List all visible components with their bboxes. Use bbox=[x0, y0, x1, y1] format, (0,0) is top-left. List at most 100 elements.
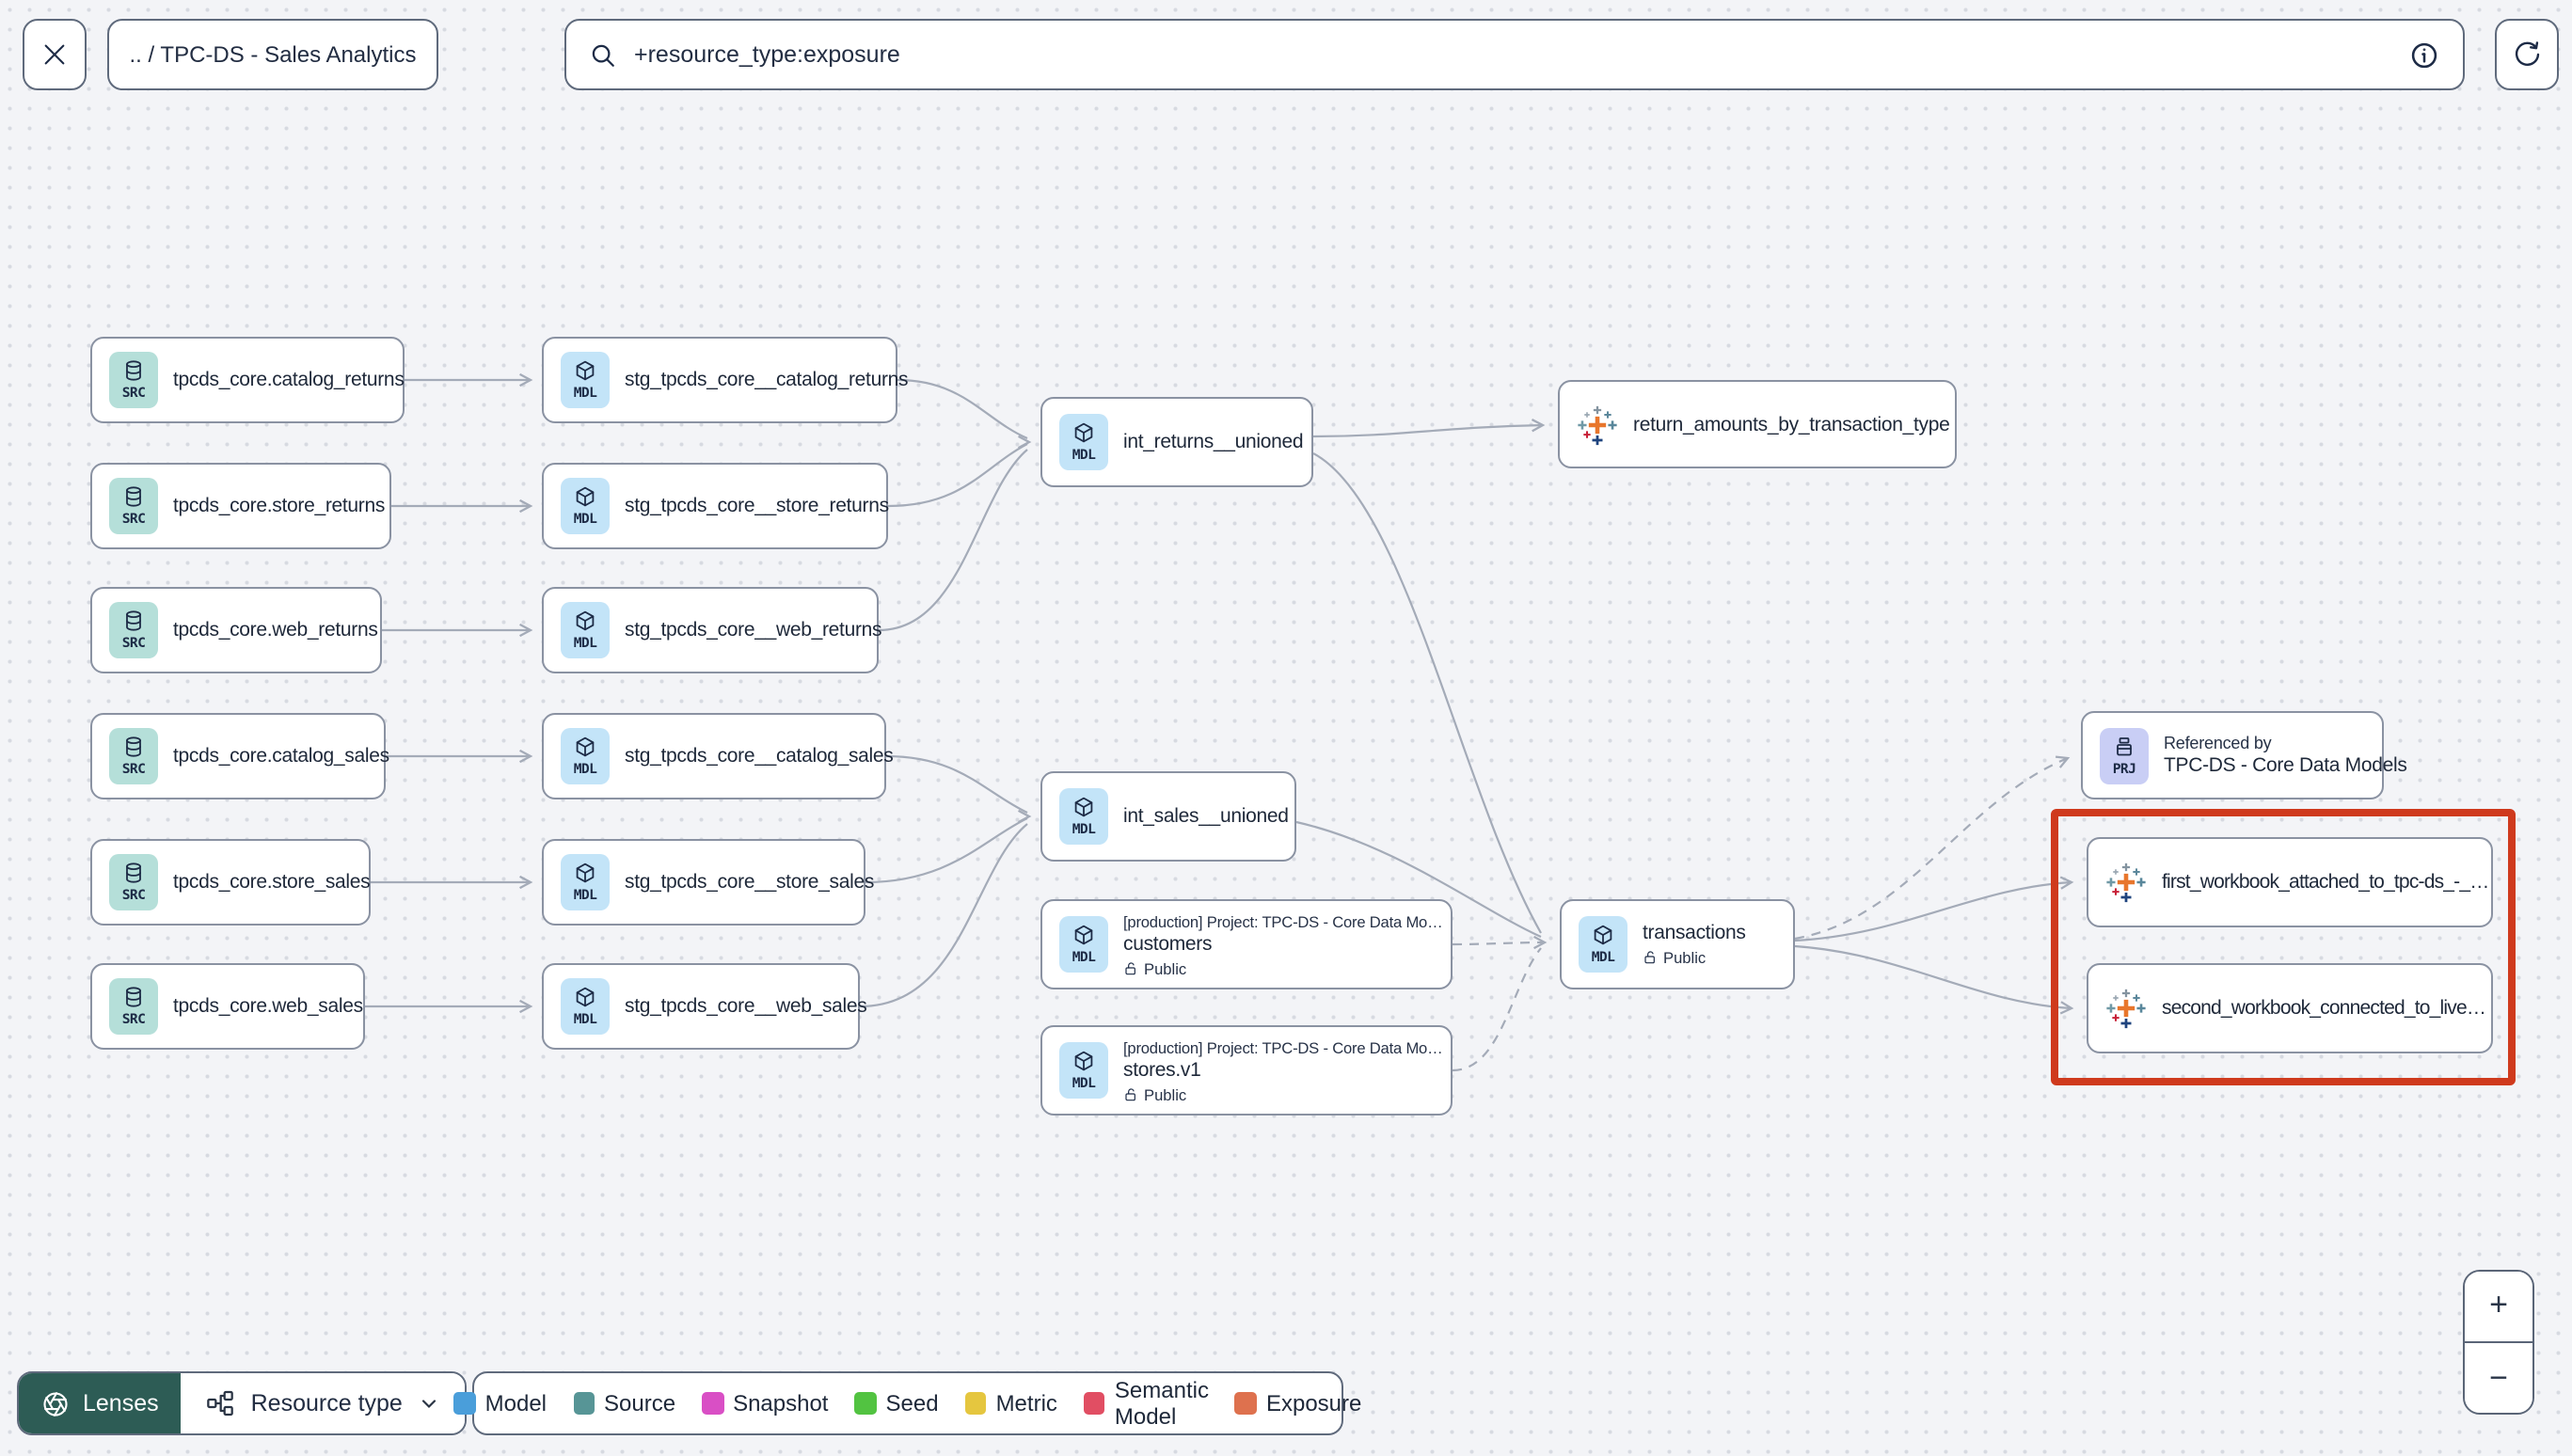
project-badge: PRJ bbox=[2100, 727, 2149, 783]
node-model-stg-web-sales[interactable]: MDL stg_tpcds_core__web_sales bbox=[542, 963, 867, 1050]
lenses-control-group: Lenses Resource type bbox=[17, 1371, 467, 1435]
node-model-int-sales-unioned[interactable]: MDL int_sales__unioned bbox=[1040, 771, 1296, 862]
zoom-controls: + − bbox=[2463, 1270, 2534, 1415]
tableau-icon bbox=[2105, 988, 2147, 1029]
node-model-stg-store-returns[interactable]: MDL stg_tpcds_core__store_returns bbox=[542, 463, 889, 549]
model-badge: MDL bbox=[561, 352, 610, 408]
node-source-store-sales[interactable]: SRC tpcds_core.store_sales bbox=[90, 839, 371, 926]
cube-icon bbox=[574, 862, 596, 884]
database-icon bbox=[122, 736, 145, 758]
node-model-stores-v1[interactable]: MDL [production] Project: TPC-DS - Core … bbox=[1040, 1025, 1453, 1116]
node-model-stg-catalog-returns[interactable]: MDL stg_tpcds_core__catalog_returns bbox=[542, 337, 909, 423]
referenced-by-line: Referenced by bbox=[2164, 733, 2272, 752]
node-label: return_amounts_by_transaction_type bbox=[1633, 413, 1950, 435]
node-label: customers bbox=[1123, 933, 1213, 956]
node-model-stg-store-sales[interactable]: MDL stg_tpcds_core__store_sales bbox=[542, 839, 874, 926]
resource-type-label: Resource type bbox=[250, 1390, 403, 1416]
node-label: stg_tpcds_core__catalog_sales bbox=[625, 745, 894, 768]
refresh-icon bbox=[2515, 41, 2540, 66]
edge bbox=[865, 817, 1028, 884]
node-label: second_workbook_connected_to_live… bbox=[2162, 997, 2486, 1020]
edge bbox=[859, 823, 1028, 1008]
node-exposure-return-amounts[interactable]: return_amounts_by_transaction_type bbox=[1558, 380, 1957, 468]
database-icon bbox=[122, 862, 145, 884]
visibility: Public bbox=[1123, 958, 1434, 977]
node-label: tpcds_core.catalog_returns bbox=[173, 369, 405, 391]
node-label: transactions bbox=[1643, 922, 1746, 945]
node-label: tpcds_core.web_returns bbox=[173, 619, 378, 641]
node-label: stg_tpcds_core__web_returns bbox=[625, 619, 882, 641]
cube-icon bbox=[574, 736, 596, 758]
node-model-stg-web-returns[interactable]: MDL stg_tpcds_core__web_returns bbox=[542, 587, 882, 673]
cube-icon bbox=[574, 986, 596, 1008]
info-icon[interactable] bbox=[2408, 39, 2440, 71]
edge bbox=[897, 378, 1028, 440]
node-project-referenced-by[interactable]: PRJ Referenced by TPC-DS - Core Data Mod… bbox=[2081, 711, 2407, 799]
resource-type-legend: Model Source Snapshot Seed Metric Semant… bbox=[453, 1371, 1361, 1435]
model-badge: MDL bbox=[561, 728, 610, 784]
node-source-catalog-returns[interactable]: SRC tpcds_core.catalog_returns bbox=[90, 337, 405, 423]
node-label: TPC-DS - Core Data Models bbox=[2164, 754, 2407, 778]
node-label: stg_tpcds_core__catalog_returns bbox=[625, 369, 909, 391]
source-swatch bbox=[573, 1392, 595, 1415]
legend-item-semantic-model: Semantic Model bbox=[1083, 1377, 1209, 1430]
database-icon bbox=[122, 359, 145, 382]
close-button[interactable] bbox=[23, 19, 87, 90]
cube-icon bbox=[1592, 924, 1614, 946]
cube-icon bbox=[1072, 421, 1095, 444]
legend-item-model: Model bbox=[453, 1390, 547, 1416]
refresh-button[interactable] bbox=[2495, 19, 2559, 90]
node-exposure-first-workbook[interactable]: first_workbook_attached_to_tpc-ds_-_… bbox=[2087, 837, 2493, 927]
cube-icon bbox=[574, 485, 596, 508]
breadcrumb[interactable]: .. / TPC-DS - Sales Analytics bbox=[107, 19, 438, 90]
cube-icon bbox=[574, 359, 596, 382]
zoom-in-button[interactable]: + bbox=[2465, 1272, 2532, 1341]
node-source-catalog-sales[interactable]: SRC tpcds_core.catalog_sales bbox=[90, 713, 389, 799]
source-badge: SRC bbox=[109, 602, 158, 658]
model-badge: MDL bbox=[1059, 916, 1108, 973]
node-label: first_workbook_attached_to_tpc-ds_-_… bbox=[2162, 871, 2489, 894]
exposure-swatch bbox=[1234, 1392, 1257, 1415]
model-badge: MDL bbox=[561, 478, 610, 534]
cube-icon bbox=[574, 609, 596, 632]
node-model-customers[interactable]: MDL [production] Project: TPC-DS - Core … bbox=[1040, 899, 1453, 989]
legend-item-exposure: Exposure bbox=[1234, 1390, 1361, 1416]
edge bbox=[878, 449, 1028, 632]
node-model-stg-catalog-sales[interactable]: MDL stg_tpcds_core__catalog_sales bbox=[542, 713, 894, 799]
search-bar[interactable] bbox=[564, 19, 2465, 90]
breadcrumb-label: .. / TPC-DS - Sales Analytics bbox=[129, 41, 417, 68]
cube-icon bbox=[1072, 796, 1095, 818]
hierarchy-icon bbox=[207, 1390, 234, 1416]
seed-swatch bbox=[854, 1392, 877, 1415]
edge bbox=[1312, 452, 1542, 934]
node-source-store-returns[interactable]: SRC tpcds_core.store_returns bbox=[90, 463, 391, 549]
model-badge: MDL bbox=[561, 602, 610, 658]
node-source-web-sales[interactable]: SRC tpcds_core.web_sales bbox=[90, 963, 365, 1050]
model-badge: MDL bbox=[561, 854, 610, 910]
search-icon bbox=[592, 43, 614, 66]
zoom-divider bbox=[2465, 1340, 2532, 1344]
project-line: [production] Project: TPC-DS - Core Data… bbox=[1123, 911, 1443, 930]
resource-type-dropdown[interactable]: Resource type bbox=[181, 1373, 465, 1433]
node-model-int-returns-unioned[interactable]: MDL int_returns__unioned bbox=[1040, 397, 1313, 487]
node-exposure-second-workbook[interactable]: second_workbook_connected_to_live… bbox=[2087, 963, 2493, 1053]
node-label: tpcds_core.store_returns bbox=[173, 495, 386, 517]
lenses-button[interactable]: Lenses bbox=[19, 1373, 182, 1433]
legend-item-snapshot: Snapshot bbox=[702, 1390, 829, 1416]
visibility: Public bbox=[1643, 948, 1746, 967]
source-badge: SRC bbox=[109, 728, 158, 784]
edge bbox=[1452, 947, 1542, 1072]
edge bbox=[885, 754, 1028, 814]
database-icon bbox=[122, 609, 145, 632]
node-source-web-returns[interactable]: SRC tpcds_core.web_returns bbox=[90, 587, 382, 673]
node-model-transactions[interactable]: MDL transactions Public bbox=[1560, 899, 1795, 989]
model-badge: MDL bbox=[1059, 1042, 1108, 1099]
zoom-out-button[interactable]: − bbox=[2465, 1343, 2532, 1413]
semantic-model-swatch bbox=[1083, 1392, 1105, 1415]
cube-icon bbox=[1072, 924, 1095, 946]
metric-swatch bbox=[964, 1392, 987, 1415]
search-input[interactable] bbox=[634, 41, 2391, 68]
legend-item-seed: Seed bbox=[854, 1390, 939, 1416]
unlock-icon bbox=[1123, 1086, 1138, 1101]
